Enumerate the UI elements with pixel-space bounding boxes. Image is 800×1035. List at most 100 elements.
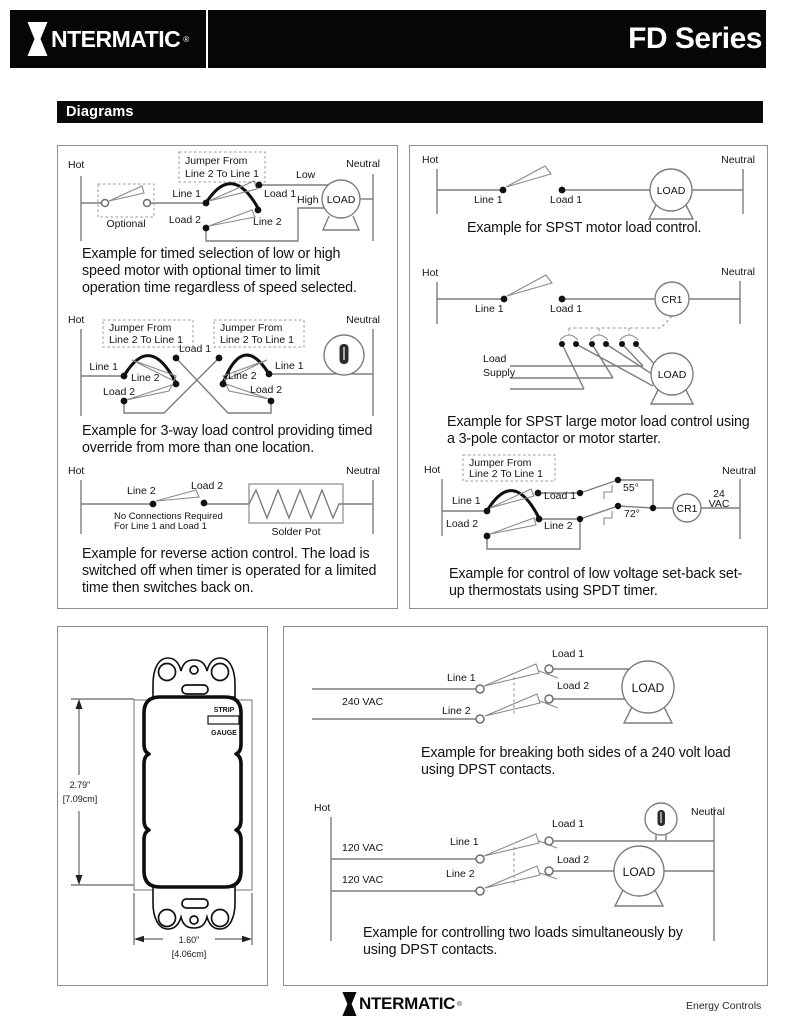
thermostat-bimetal — [603, 511, 613, 525]
motor-base — [321, 215, 361, 231]
registered-mark: ® — [183, 34, 190, 44]
caption: Example for controlling two loads simult… — [363, 925, 683, 958]
diagram-dpst-two-loads: Hot Neutral 120 VAC 120 VAC Line 1 Line … — [314, 802, 725, 941]
jumper-wire-arc — [485, 489, 541, 520]
line1-label: Line 1 — [447, 672, 476, 684]
switch-blade — [225, 383, 270, 400]
contact-blade — [589, 334, 609, 341]
load1-terminal — [544, 664, 554, 674]
terminal — [142, 198, 152, 208]
load1-label: Load 1 — [550, 194, 582, 206]
resistor-icon — [248, 488, 343, 520]
line1-label: Line 1 — [275, 360, 304, 372]
load1-terminal — [544, 836, 554, 846]
line2-label: Line 2 — [442, 705, 471, 717]
dim-arrow-up — [75, 699, 83, 709]
line2-terminal — [149, 500, 157, 508]
24vac-label: VAC — [709, 498, 730, 510]
terminal — [100, 198, 110, 208]
load2-label: Load 2 — [169, 214, 201, 226]
switch-blade — [489, 488, 535, 509]
motor-icon — [321, 179, 361, 219]
jumper-note-line1: Jumper From — [469, 457, 532, 469]
contact-terminal — [559, 341, 565, 347]
load1-label: Load 1 — [552, 648, 584, 660]
diagram-3way-control: Jumper From Line 2 To Line 1 Jumper From… — [68, 314, 380, 416]
optional-label: Optional — [106, 218, 145, 230]
load1-label: Load 1 — [552, 818, 584, 830]
hot-label: Hot — [422, 154, 438, 166]
load1-label: Load 1 — [544, 490, 576, 502]
switch-blade-tip — [538, 670, 559, 679]
thermostat-pivot — [576, 515, 584, 523]
neutral-label: Neutral — [691, 806, 725, 818]
line2-label: Line 2 — [228, 370, 257, 382]
solder-pot-box — [248, 483, 344, 524]
line1-label: Line 1 — [474, 194, 503, 206]
switch-blade — [483, 833, 540, 857]
mounting-slot — [181, 684, 209, 695]
load1-terminal — [558, 295, 566, 303]
load1-terminal — [172, 354, 180, 362]
line2-terminal — [254, 206, 262, 214]
switch-blade — [131, 359, 177, 382]
motor-icon — [649, 168, 693, 212]
line1-label: Line 1 — [475, 303, 504, 315]
jumper-note-box — [462, 454, 556, 482]
line1-terminal — [265, 370, 273, 378]
jumper-note-line2: Line 2 To Line 1 — [469, 468, 543, 480]
relay-coil-icon — [672, 493, 702, 523]
hot-label: Hot — [68, 159, 84, 171]
contact-terminal — [633, 341, 639, 347]
load1-label: Load 1 — [179, 343, 211, 355]
brand-name: NTERMATIC — [359, 994, 456, 1013]
diagram-spst-contactor: CR1 Hot Neutral Line 1 Load 1 Load Suppl… — [422, 266, 755, 405]
jumper-wire-arc — [204, 182, 260, 210]
neutral-label: Neutral — [346, 158, 380, 170]
height-inches: 2.79" — [70, 780, 91, 790]
line2-terminal — [535, 515, 543, 523]
intermatic-logo: NTERMATIC® — [27, 22, 189, 56]
load2-terminal — [202, 224, 210, 232]
load1-label: Load 1 — [550, 303, 582, 315]
line1-label: Line 1 — [89, 361, 118, 373]
caption: Example for 3-way load control providing… — [82, 423, 373, 456]
mounting-hole — [189, 915, 199, 925]
cr1-label: CR1 — [676, 503, 697, 515]
height-cm: [7.09cm] — [63, 794, 98, 804]
header-bar: NTERMATIC® — [10, 10, 766, 68]
device-dimensions-box: STRIP GAUGE 2.79" [7.09cm] 1.60" [4.06cm… — [57, 626, 268, 986]
contact-blade — [619, 334, 639, 341]
motor-base — [622, 706, 674, 724]
wires — [312, 668, 630, 720]
load2-terminal — [544, 694, 554, 704]
jumper-note-box — [178, 151, 266, 183]
line1-terminal — [475, 854, 485, 864]
line1-terminal — [202, 199, 210, 207]
motor-base — [613, 889, 665, 907]
line1-terminal — [500, 295, 508, 303]
line1-terminal — [483, 507, 491, 515]
line1-terminal — [475, 684, 485, 694]
line2-label: Line 2 — [131, 372, 160, 384]
jumper-note-line1: Jumper From — [220, 322, 283, 334]
brand-name: NTERMATIC — [51, 25, 181, 52]
24vac-label: 24 — [713, 488, 725, 500]
line2-terminal — [172, 380, 180, 388]
diagram-box-top-right: Hot Neutral Line 1 Load 1 LOAD Example f… — [409, 145, 768, 609]
switch-blade-tip — [539, 872, 558, 880]
cr1-label: CR1 — [661, 294, 682, 306]
motor-icon — [613, 845, 665, 897]
load-circle-label: LOAD — [657, 185, 686, 197]
footer-logo: NTERMATIC® — [342, 992, 462, 1016]
jumper-note-line2: Line 2 To Line 1 — [109, 334, 183, 346]
load2-label: Load 2 — [103, 386, 135, 398]
load2-label: Load 2 — [250, 384, 282, 396]
wires — [330, 807, 715, 941]
hot-label: Hot — [68, 314, 84, 326]
switch-blade — [505, 165, 552, 188]
neutral-label: Neutral — [721, 154, 755, 166]
contact-terminal — [603, 341, 609, 347]
load2-terminal — [120, 397, 128, 405]
mechanical-link — [569, 315, 673, 329]
